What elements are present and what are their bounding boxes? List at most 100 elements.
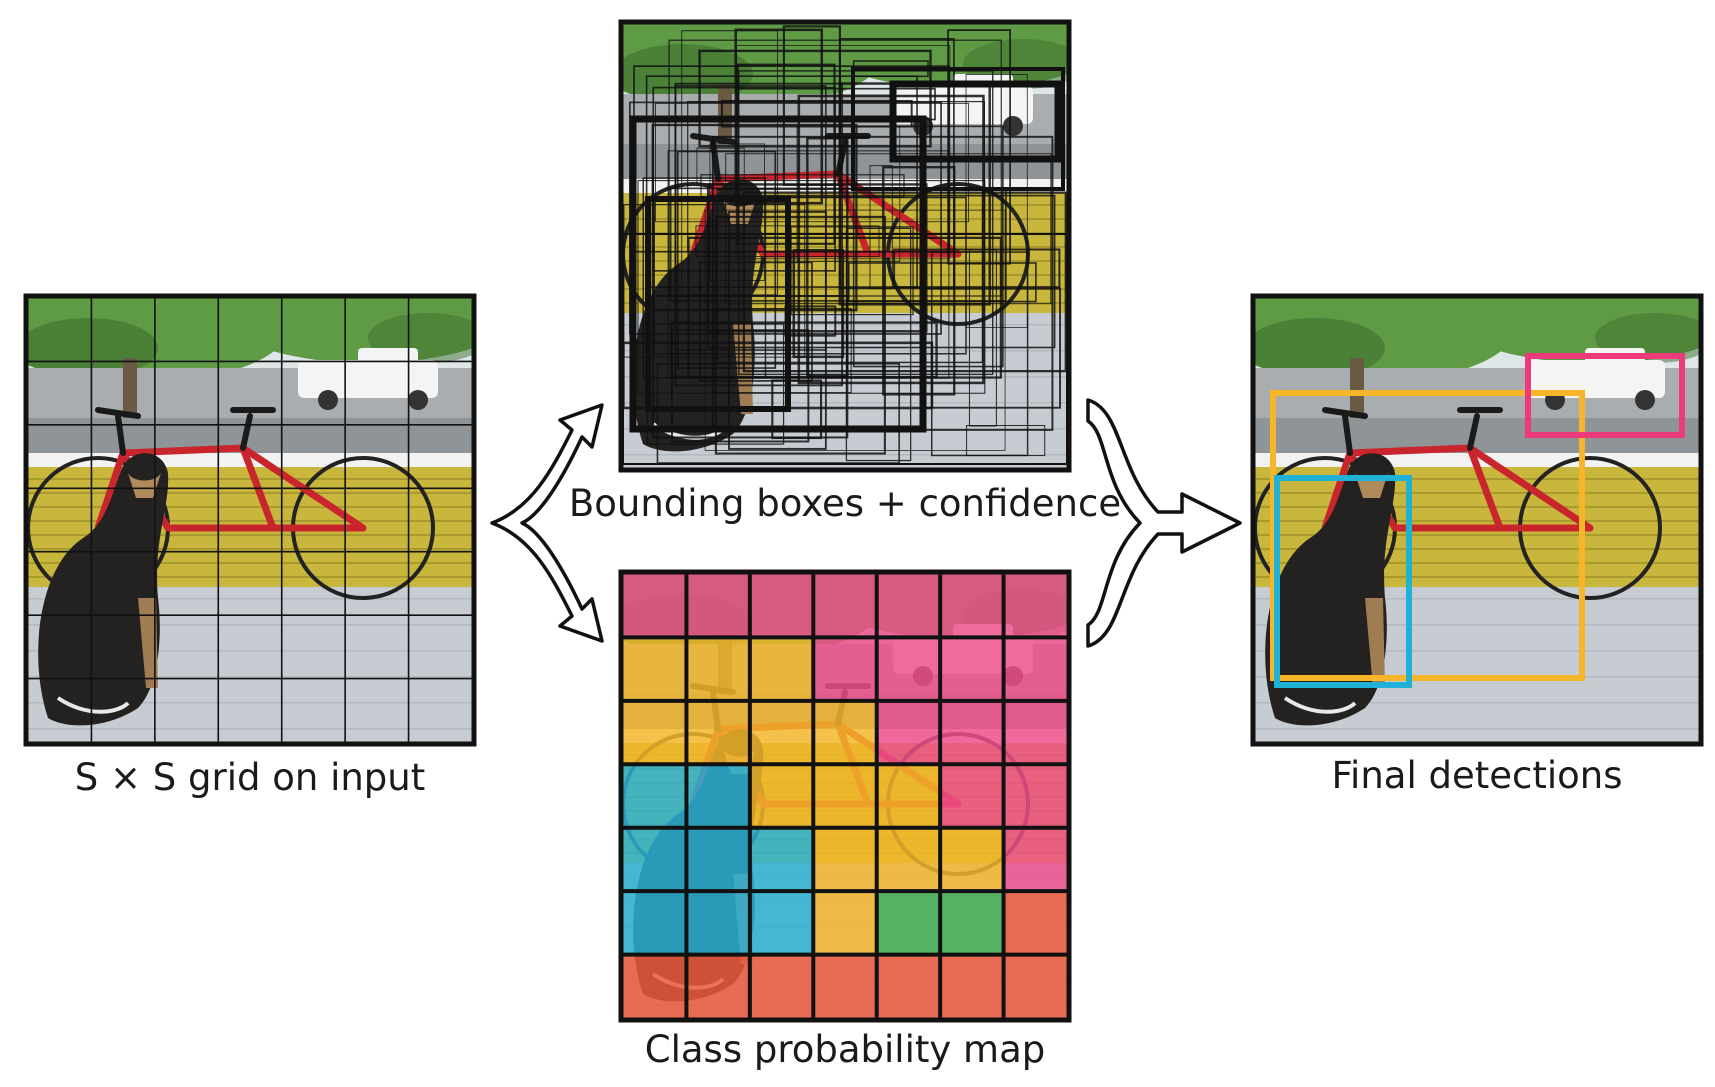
candidate-box xyxy=(651,123,858,312)
candidate-box xyxy=(669,187,1007,302)
class-cell-bicycle xyxy=(623,637,687,701)
floor-board xyxy=(1255,624,1699,626)
class-cell-other xyxy=(813,954,877,1018)
wall-siding xyxy=(28,506,472,508)
wall-siding xyxy=(623,768,1067,770)
class-cell-other xyxy=(940,954,1004,1018)
class-cell-bicycle xyxy=(813,891,877,955)
floor-board xyxy=(623,324,1067,326)
candidate-box xyxy=(882,166,956,396)
dog-body xyxy=(633,179,764,452)
truck-cab xyxy=(358,348,418,370)
wall-siding xyxy=(28,478,472,480)
truck-wheel xyxy=(1003,666,1023,686)
floor-board xyxy=(1255,650,1699,652)
wall-siding xyxy=(1255,576,1699,578)
truck-wheel xyxy=(318,390,338,410)
porch-railing xyxy=(623,729,1067,743)
class-cell-other xyxy=(623,954,687,1018)
candidate-box xyxy=(704,209,1006,451)
candidate-box xyxy=(742,191,1067,373)
class-cell-car xyxy=(876,700,941,765)
floor-board xyxy=(623,1004,1067,1006)
confident-box xyxy=(623,233,1067,465)
class-probability-cells xyxy=(623,574,1067,1018)
caption-class-map: Class probability map xyxy=(645,1028,1045,1071)
bike-handlebar xyxy=(95,407,276,456)
caption-bounding-boxes: Bounding boxes + confidence xyxy=(569,482,1121,525)
floor-board xyxy=(623,402,1067,404)
final-detections-frame xyxy=(1250,293,1704,747)
class-cell-car xyxy=(813,637,877,701)
truck-wheel xyxy=(1635,390,1655,410)
class-cell-bicycle xyxy=(686,637,750,701)
class-cell-car xyxy=(1003,637,1067,701)
class-cell-other xyxy=(749,954,814,1018)
candidate-box xyxy=(947,29,1011,265)
wall-siding xyxy=(1255,520,1699,522)
wall-siding xyxy=(623,852,1067,854)
class-map-grid-lines xyxy=(623,574,1067,1018)
wall-siding xyxy=(623,782,1067,784)
class-cell-car xyxy=(940,574,1004,638)
floor-board xyxy=(1255,728,1699,730)
class-probability-panel xyxy=(623,574,1067,1018)
wall-siding xyxy=(1255,506,1699,508)
class-cell-car xyxy=(686,574,750,638)
candidate-box xyxy=(676,150,777,369)
class-cell-bicycle xyxy=(813,700,877,765)
class-cell-other xyxy=(686,954,750,1018)
confident-box xyxy=(851,67,1065,191)
candidate-box xyxy=(845,227,912,462)
class-cell-bicycle xyxy=(749,637,814,701)
class-cell-car xyxy=(1003,827,1067,892)
floor-board xyxy=(623,900,1067,902)
floor-board xyxy=(28,598,472,600)
candidate-box xyxy=(790,226,914,316)
wall-siding xyxy=(623,204,1067,206)
porch-floor xyxy=(623,863,1067,1018)
candidate-box xyxy=(687,236,1002,379)
floor-board xyxy=(28,676,472,678)
floor-board xyxy=(623,978,1067,980)
wall-siding xyxy=(623,274,1067,276)
class-cell-car xyxy=(813,574,877,638)
candidate-box xyxy=(792,248,845,359)
class-cell-other xyxy=(876,954,941,1018)
dog-body xyxy=(1265,453,1396,726)
detection-box-dog xyxy=(1274,475,1412,688)
wall-siding xyxy=(623,246,1067,248)
candidate-box xyxy=(637,180,986,394)
floor-board xyxy=(623,874,1067,876)
class-cell-other xyxy=(1003,891,1067,955)
class-cell-car xyxy=(1003,700,1067,765)
class-cell-dog xyxy=(749,891,814,955)
floor-board xyxy=(1255,598,1699,600)
wall-siding xyxy=(1255,562,1699,564)
input-photo xyxy=(28,298,472,742)
class-cell-car xyxy=(940,637,1004,701)
class-cell-bicycle xyxy=(623,700,687,765)
candidate-box xyxy=(654,102,970,223)
floor-board xyxy=(623,926,1067,928)
tree-shadow xyxy=(963,589,1067,639)
sky xyxy=(623,574,1067,664)
dog-tail xyxy=(1283,696,1357,714)
class-cell-dog xyxy=(686,827,750,892)
class-cell-car xyxy=(876,637,941,701)
dog-face xyxy=(128,473,161,498)
wall-siding xyxy=(623,302,1067,304)
floor-board xyxy=(28,650,472,652)
candidate-box xyxy=(709,143,765,281)
floor-board xyxy=(1255,702,1699,704)
split-arrow-icon xyxy=(490,403,604,643)
floor-board xyxy=(623,350,1067,352)
bounding-boxes-frame xyxy=(618,19,1072,473)
class-cell-dog xyxy=(623,764,687,828)
candidate-box xyxy=(852,125,1004,368)
candidate-box xyxy=(671,329,810,443)
class-cell-dog xyxy=(623,827,687,892)
candidate-box xyxy=(642,177,767,379)
dog-body xyxy=(633,729,764,1002)
class-cell-bicycle xyxy=(813,764,877,828)
